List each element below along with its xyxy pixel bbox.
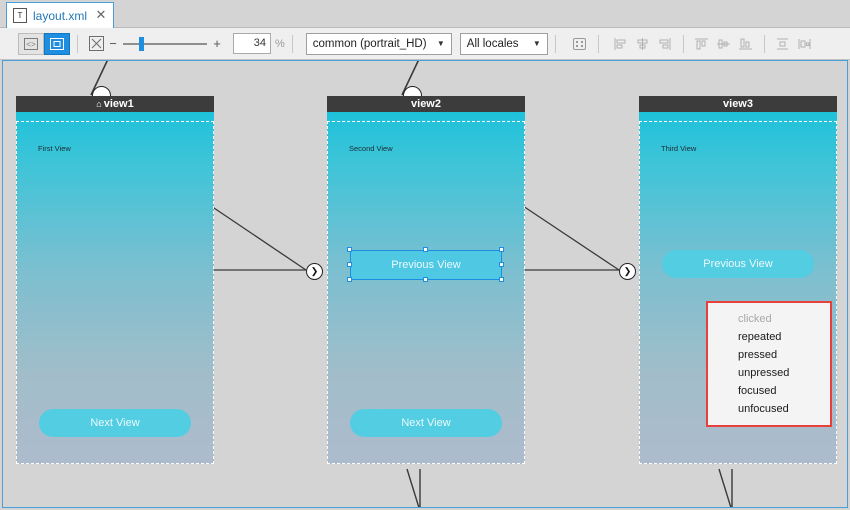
popup-item-focused[interactable]: focused [738,385,777,397]
align-middle-vertical-icon[interactable] [713,33,735,55]
close-icon[interactable]: ✕ [95,7,107,22]
align-left-icon[interactable] [610,33,632,55]
resize-handle-n[interactable] [423,247,428,252]
zoom-unit-label: % [275,37,285,50]
locale-select[interactable]: All locales ▼ [459,32,548,55]
chevron-glyph: ⌄ [408,90,417,100]
zoom-slider-track[interactable] [123,36,207,51]
view-title-bar: view3 [639,96,837,112]
resize-handle-se[interactable] [499,277,504,282]
view-title-label: view3 [723,98,753,110]
previous-view-button[interactable]: Previous View [662,250,814,278]
view-title-bar: view2 [327,96,525,112]
text-file-icon: T [13,8,27,23]
profile-select[interactable]: common (portrait_HD) ▼ [305,32,452,55]
view-text-label: Third View [661,144,697,153]
arrow-right-connector-icon[interactable]: ❯ [306,263,323,280]
align-top-icon[interactable] [691,33,713,55]
design-view-icon[interactable] [44,32,70,55]
view-screen[interactable]: Second View Previous View Next View [327,112,525,464]
view-title-label: view1 [103,98,134,110]
resize-handle-ne[interactable] [499,247,504,252]
resize-handle-sw[interactable] [347,277,352,282]
popup-item-unpressed[interactable]: unpressed [738,367,790,379]
view-title-label: view2 [411,98,441,110]
align-center-horizontal-icon[interactable] [632,33,654,55]
zoom-in-button[interactable]: + [213,36,221,51]
button-label: Previous View [391,259,461,271]
arrow-right-connector-icon[interactable]: ❯ [619,263,636,280]
button-label: Previous View [703,258,773,270]
button-label: Next View [401,417,451,429]
button-label: Next View [90,417,140,429]
next-view-button[interactable]: Next View [350,409,502,437]
distribute-horizontal-icon[interactable] [772,33,794,55]
fit-to-screen-icon[interactable] [85,33,107,55]
view-frame-view2[interactable]: view2 Second View Previous View [327,96,525,464]
view-title-bar: ⌂ view1 [16,96,214,112]
chevron-down-icon: ▼ [532,39,541,48]
grid-settings-icon[interactable] [569,33,591,55]
popup-item-unfocused[interactable]: unfocused [738,403,789,415]
zoom-slider-group[interactable]: − + [107,36,223,51]
resize-handle-e[interactable] [499,262,504,267]
event-list-popup[interactable]: clicked repeated pressed unpressed focus… [706,301,832,427]
popup-item-pressed[interactable]: pressed [738,349,778,361]
distribute-vertical-icon[interactable] [794,33,816,55]
zoom-out-button[interactable]: − [109,36,117,51]
previous-view-button[interactable]: Previous View [350,250,502,280]
align-bottom-icon[interactable] [735,33,757,55]
tab-bar: T layout.xml ✕ [0,0,850,28]
connector-glyph: ❯ [310,266,319,276]
view-text-label: First View [38,144,71,153]
popup-item-clicked: clicked [738,313,772,325]
resize-handle-nw[interactable] [347,247,352,252]
design-canvas[interactable]: ⌄ ⌄ ⌂ view1 First View Next View view2 [2,60,848,508]
connector-glyph: ❯ [623,266,632,276]
tab-label: layout.xml [33,8,88,23]
profile-select-value: common (portrait_HD) [312,37,427,50]
chevron-glyph: ⌄ [97,90,106,100]
zoom-value-input[interactable]: 34 [233,33,271,54]
resize-handle-s[interactable] [423,277,428,282]
source-view-icon[interactable]: <> [18,32,44,55]
locale-select-value: All locales [466,37,519,50]
view-text-label: Second View [349,144,393,153]
view-screen[interactable]: First View Next View [16,112,214,464]
svg-text:<>: <> [26,41,36,50]
home-icon: ⌂ [96,98,102,109]
popup-item-repeated[interactable]: repeated [738,331,782,343]
view-frame-view1[interactable]: ⌂ view1 First View Next View [16,96,214,464]
zoom-slider-thumb[interactable] [139,36,144,51]
chevron-down-icon: ▼ [436,39,445,48]
resize-handle-w[interactable] [347,262,352,267]
next-view-button[interactable]: Next View [39,409,191,437]
toolbar: <> − + 34 % co [0,28,850,60]
align-right-icon[interactable] [654,33,676,55]
tab-layout-xml[interactable]: T layout.xml ✕ [6,2,114,28]
